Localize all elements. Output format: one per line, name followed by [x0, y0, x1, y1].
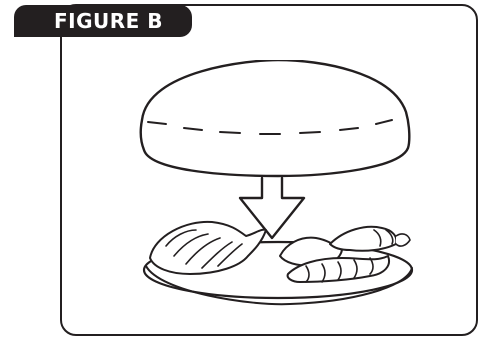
figure-label: FIGURE B [14, 5, 192, 37]
cloche-platter-illustration [130, 60, 430, 320]
dome-cover [141, 60, 410, 176]
down-arrow-icon [240, 178, 304, 238]
